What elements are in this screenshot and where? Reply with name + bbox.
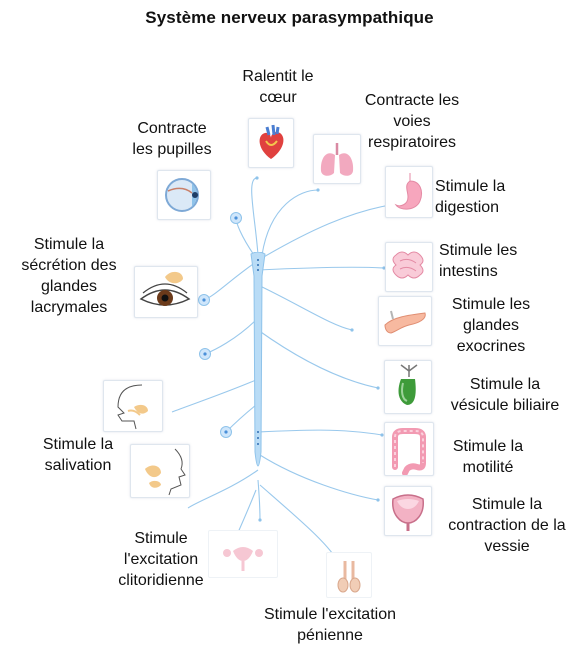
lungs-box: [313, 134, 361, 184]
male-organs-box: [326, 552, 372, 598]
pancreas-box: [378, 296, 432, 346]
male-organs-icon: [337, 561, 361, 593]
face-profile-box: [130, 444, 190, 498]
heart-icon: [259, 124, 284, 159]
gallbladder-icon: [398, 364, 418, 405]
face-profile-icon: [145, 448, 186, 496]
colon-box: [384, 422, 434, 476]
intestines-icon: [392, 251, 424, 279]
tear-gland-icon: [139, 271, 191, 306]
colon-icon: [392, 428, 426, 475]
stomach-icon: [394, 173, 423, 210]
lungs-icon: [320, 143, 354, 176]
pancreas-icon: [384, 310, 426, 334]
spinal-cord: [250, 252, 266, 467]
gallbladder-box: [384, 360, 432, 414]
tear-gland-box: [134, 266, 198, 318]
diagram-title: Système nerveux parasympathique: [145, 8, 434, 27]
salivary-head-box: [103, 380, 163, 432]
ganglion-dots: [198, 212, 242, 438]
eye-pupil-icon: [165, 178, 199, 212]
female-organs-icon: [223, 547, 263, 571]
stomach-box: [385, 166, 433, 218]
bladder-icon: [392, 494, 424, 531]
eye-pupil-box: [157, 170, 211, 220]
salivary-head-icon: [117, 384, 148, 430]
female-organs-box: [208, 530, 278, 578]
heart-box: [248, 118, 294, 168]
bladder-box: [384, 486, 432, 536]
intestines-box: [385, 242, 433, 292]
